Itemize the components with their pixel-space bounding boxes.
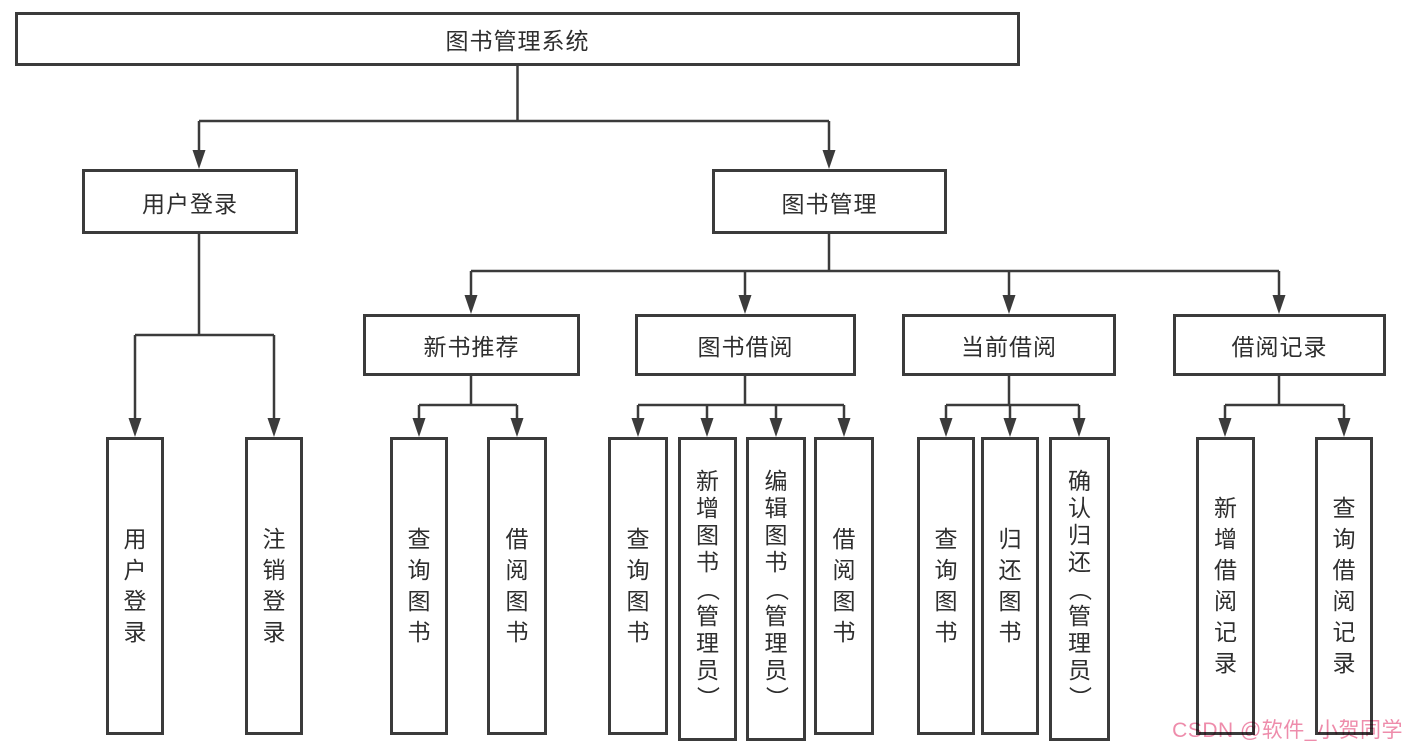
- leaf-edit-books-admin: 编辑图书（管理员）: [746, 437, 806, 741]
- node-borrow-records-label: 借阅记录: [1231, 334, 1328, 360]
- leaf-confirm-return-admin: 确认归还（管理员）: [1049, 437, 1110, 741]
- leaf-logout-label: 注销登录: [262, 526, 286, 645]
- leaf-query-books-current-label: 查询图书: [934, 526, 958, 645]
- node-book-management: 图书管理: [712, 169, 947, 234]
- leaf-query-books-current: 查询图书: [917, 437, 975, 735]
- leaf-borrow-books-recommend-label: 借阅图书: [505, 526, 529, 645]
- node-current-borrow: 当前借阅: [902, 314, 1116, 376]
- watermark: CSDN @软件_小贺同学: [1172, 719, 1403, 742]
- leaf-borrow-books-recommend: 借阅图书: [487, 437, 547, 735]
- node-book-management-label: 图书管理: [781, 190, 878, 217]
- connector-lines: [133, 66, 1346, 426]
- leaf-add-borrow-record: 新增借阅记录: [1196, 437, 1255, 735]
- leaf-return-books-label: 归还图书: [998, 526, 1022, 645]
- node-library-system-label: 图书管理系统: [445, 28, 590, 54]
- node-user-login: 用户登录: [82, 169, 298, 234]
- leaf-query-books-borrow-label: 查询图书: [626, 526, 650, 645]
- leaf-return-books: 归还图书: [981, 437, 1039, 735]
- leaf-edit-books-admin-label: 编辑图书（管理员）: [763, 467, 790, 709]
- leaf-query-books-borrow: 查询图书: [608, 437, 668, 735]
- node-book-borrow: 图书借阅: [635, 314, 856, 376]
- leaf-query-books-recommend-label: 查询图书: [407, 526, 431, 645]
- leaf-query-borrow-record: 查询借阅记录: [1315, 437, 1373, 735]
- leaf-add-books-admin-label: 新增图书（管理员）: [695, 467, 721, 709]
- leaf-query-books-recommend: 查询图书: [390, 437, 448, 735]
- leaf-borrow-books-borrow: 借阅图书: [814, 437, 874, 735]
- leaf-borrow-books-borrow-label: 借阅图书: [832, 526, 856, 645]
- node-book-borrow-label: 图书借阅: [697, 334, 794, 360]
- node-current-borrow-label: 当前借阅: [961, 334, 1057, 360]
- leaf-query-borrow-record-label: 查询借阅记录: [1332, 495, 1356, 676]
- node-new-book-recommend: 新书推荐: [363, 314, 580, 376]
- node-borrow-records: 借阅记录: [1173, 314, 1386, 376]
- node-user-login-label: 用户登录: [142, 190, 238, 217]
- leaf-user-login: 用户登录: [106, 437, 164, 735]
- node-new-book-recommend-label: 新书推荐: [423, 334, 520, 360]
- leaf-user-login-label: 用户登录: [123, 526, 147, 645]
- node-library-system: 图书管理系统: [15, 12, 1020, 66]
- leaf-logout: 注销登录: [245, 437, 303, 735]
- leaf-add-borrow-record-label: 新增借阅记录: [1214, 495, 1237, 676]
- connector-arrowheads: [128, 150, 1351, 437]
- leaf-add-books-admin: 新增图书（管理员）: [678, 437, 737, 741]
- leaf-confirm-return-admin-label: 确认归还（管理员）: [1067, 467, 1093, 709]
